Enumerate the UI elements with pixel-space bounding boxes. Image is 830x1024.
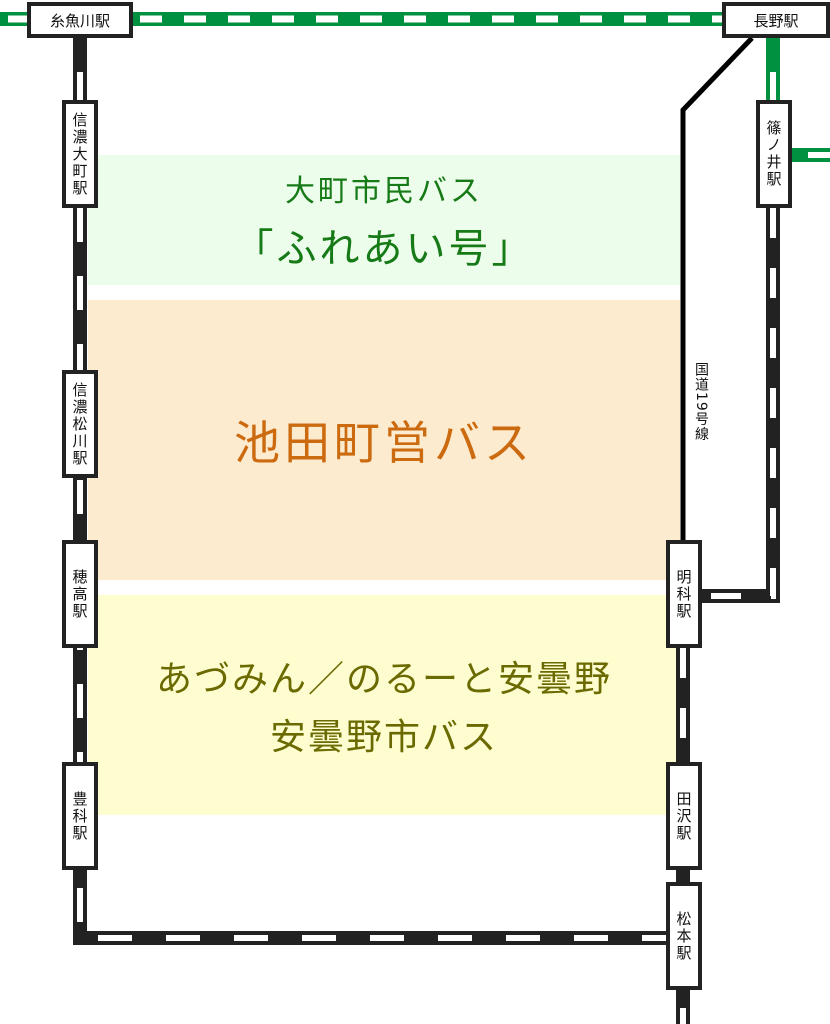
- azumino-bus-name: あづみん／のるーと安曇野: [155, 659, 612, 700]
- line-shinonoi-green: [766, 36, 830, 162]
- area-ikeda-bus: 池田町営バス: [88, 300, 680, 580]
- road-label: 国道19号線: [693, 362, 709, 442]
- station-tazawa[interactable]: 田沢駅: [666, 762, 702, 870]
- omachi-bus-nickname: 「ふれあい号」: [233, 226, 535, 272]
- ikeda-bus-name: 池田町営バス: [234, 416, 534, 470]
- road-route-19: [680, 36, 754, 540]
- area-omachi-bus: 大町市民バス 「ふれあい号」: [88, 155, 680, 285]
- station-toyoshina[interactable]: 豊科駅: [62, 762, 98, 870]
- station-shinano-matsukawa[interactable]: 信濃松川駅: [62, 370, 98, 478]
- line-oito: [73, 36, 683, 945]
- station-akashina[interactable]: 明科駅: [666, 540, 702, 648]
- station-hotaka[interactable]: 穂高駅: [62, 540, 98, 648]
- station-nagano[interactable]: 長野駅: [722, 2, 830, 38]
- area-azumino-bus: あづみん／のるーと安曇野 安曇野市バス: [88, 595, 680, 815]
- line-shinonoi: [702, 208, 780, 603]
- station-shinano-omachi[interactable]: 信濃大町駅: [62, 100, 98, 208]
- station-shinonoi[interactable]: 篠ノ井駅: [756, 100, 792, 208]
- azumino-city-bus-name: 安曇野市バス: [269, 717, 498, 758]
- station-itoigawa[interactable]: 糸魚川駅: [27, 2, 133, 38]
- omachi-bus-name: 大町市民バス: [285, 174, 483, 209]
- station-matsumoto[interactable]: 松本駅: [666, 882, 702, 990]
